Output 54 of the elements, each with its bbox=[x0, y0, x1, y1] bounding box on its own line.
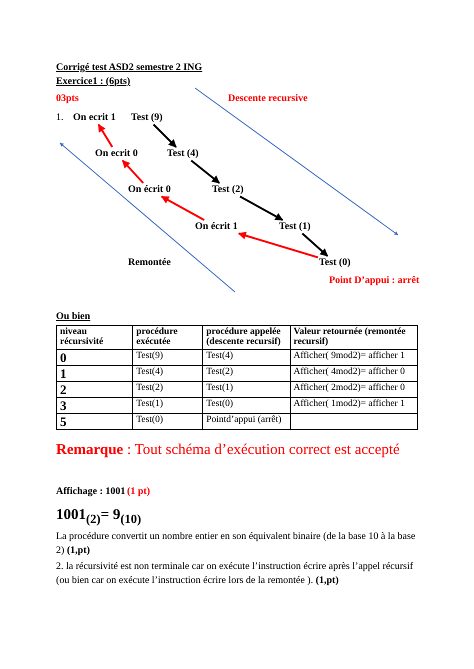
table-cell: Test(4) bbox=[202, 349, 290, 366]
arrow bbox=[98, 124, 114, 148]
arrow bbox=[190, 160, 220, 184]
remark-text: Remarque : Tout schéma d’exécution correct est accepté bbox=[56, 442, 400, 460]
arrow bbox=[238, 232, 318, 258]
formula-text: 1001$_{(2)}$= 9$_{(10)}$ bbox=[56, 507, 142, 526]
table-cell: Afficher( 4mod2)= afficher 0 bbox=[290, 365, 418, 382]
arrow bbox=[122, 160, 144, 184]
header-cell: Valeur retournée (remontée recursif) bbox=[290, 326, 418, 350]
table-cell: 2 bbox=[56, 381, 133, 398]
header-cell: procédure appelée (descente recursif) bbox=[202, 326, 290, 350]
table-cell: 5 bbox=[56, 413, 133, 430]
list-number: 1. bbox=[56, 112, 64, 124]
table-cell: Test(2) bbox=[202, 365, 290, 382]
node-label: On ecrit 1 bbox=[73, 112, 116, 124]
header-cell: niveau récursivité bbox=[56, 326, 133, 350]
paragraph: 2. la récursivité est non terminale car on exécute l’instruction écrire après l’appel récursif (ou bien car on exécute l’instruction écrire lors de la remontée ). (1,pt) bbox=[56, 560, 414, 588]
table-cell: Afficher( 9mod2)= afficher 1 bbox=[290, 349, 418, 366]
table-cell: Test(9) bbox=[132, 349, 203, 366]
points-label: (1 pt) bbox=[127, 486, 150, 498]
table-cell: Test(4) bbox=[132, 365, 203, 382]
arrow bbox=[302, 232, 328, 257]
points-label: 03pts bbox=[56, 93, 79, 104]
direction-label: Remontée bbox=[128, 257, 171, 268]
table-cell: Test(0) bbox=[202, 397, 290, 414]
table-cell: Test(1) bbox=[132, 397, 203, 414]
table-cell: 1 bbox=[56, 365, 133, 382]
arrow bbox=[160, 196, 205, 221]
table-cell: Pointd’appui (arrêt) bbox=[202, 413, 290, 430]
direction-label: Descente recursive bbox=[228, 93, 308, 104]
table-cell: 3 bbox=[56, 397, 133, 414]
table-cell: Test(2) bbox=[132, 381, 203, 398]
table-cell: Afficher( 1mod2)= afficher 1 bbox=[290, 397, 418, 414]
node-label: On écrit 1 bbox=[195, 221, 238, 232]
node-caption: Point D’appui : arrêt bbox=[329, 275, 420, 286]
section-heading: Exercice1 : (6pts) bbox=[56, 76, 130, 88]
section-heading: Ou bien bbox=[56, 311, 90, 322]
node-label: Test (2) bbox=[212, 184, 244, 196]
arrow bbox=[240, 196, 284, 221]
table-cell: 0 bbox=[56, 349, 133, 366]
node-label: On écrit 0 bbox=[128, 184, 171, 196]
table-cell: Test(0) bbox=[132, 413, 203, 430]
paragraph: La procédure convertit un nombre entier en son équivalent binaire (de la base 10 à la base 2) (1,pt) bbox=[56, 530, 416, 558]
header-cell: procédure exécutée bbox=[132, 326, 203, 350]
node-label: Test (0) bbox=[319, 257, 351, 268]
node-label: Test (4) bbox=[167, 148, 199, 160]
node-label: Test (9) bbox=[131, 112, 163, 124]
table-cell: Test(1) bbox=[202, 381, 290, 398]
result-text: Affichage : 1001 bbox=[56, 486, 126, 498]
node-label: On ecrit 0 bbox=[95, 148, 138, 160]
table-cell: Afficher( 2mod2)= afficher 0 bbox=[290, 381, 418, 398]
arrow bbox=[152, 124, 177, 148]
node-label: Test (1) bbox=[279, 221, 311, 232]
document-title: Corrigé test ASD2 semestre 2 ING bbox=[56, 62, 202, 74]
